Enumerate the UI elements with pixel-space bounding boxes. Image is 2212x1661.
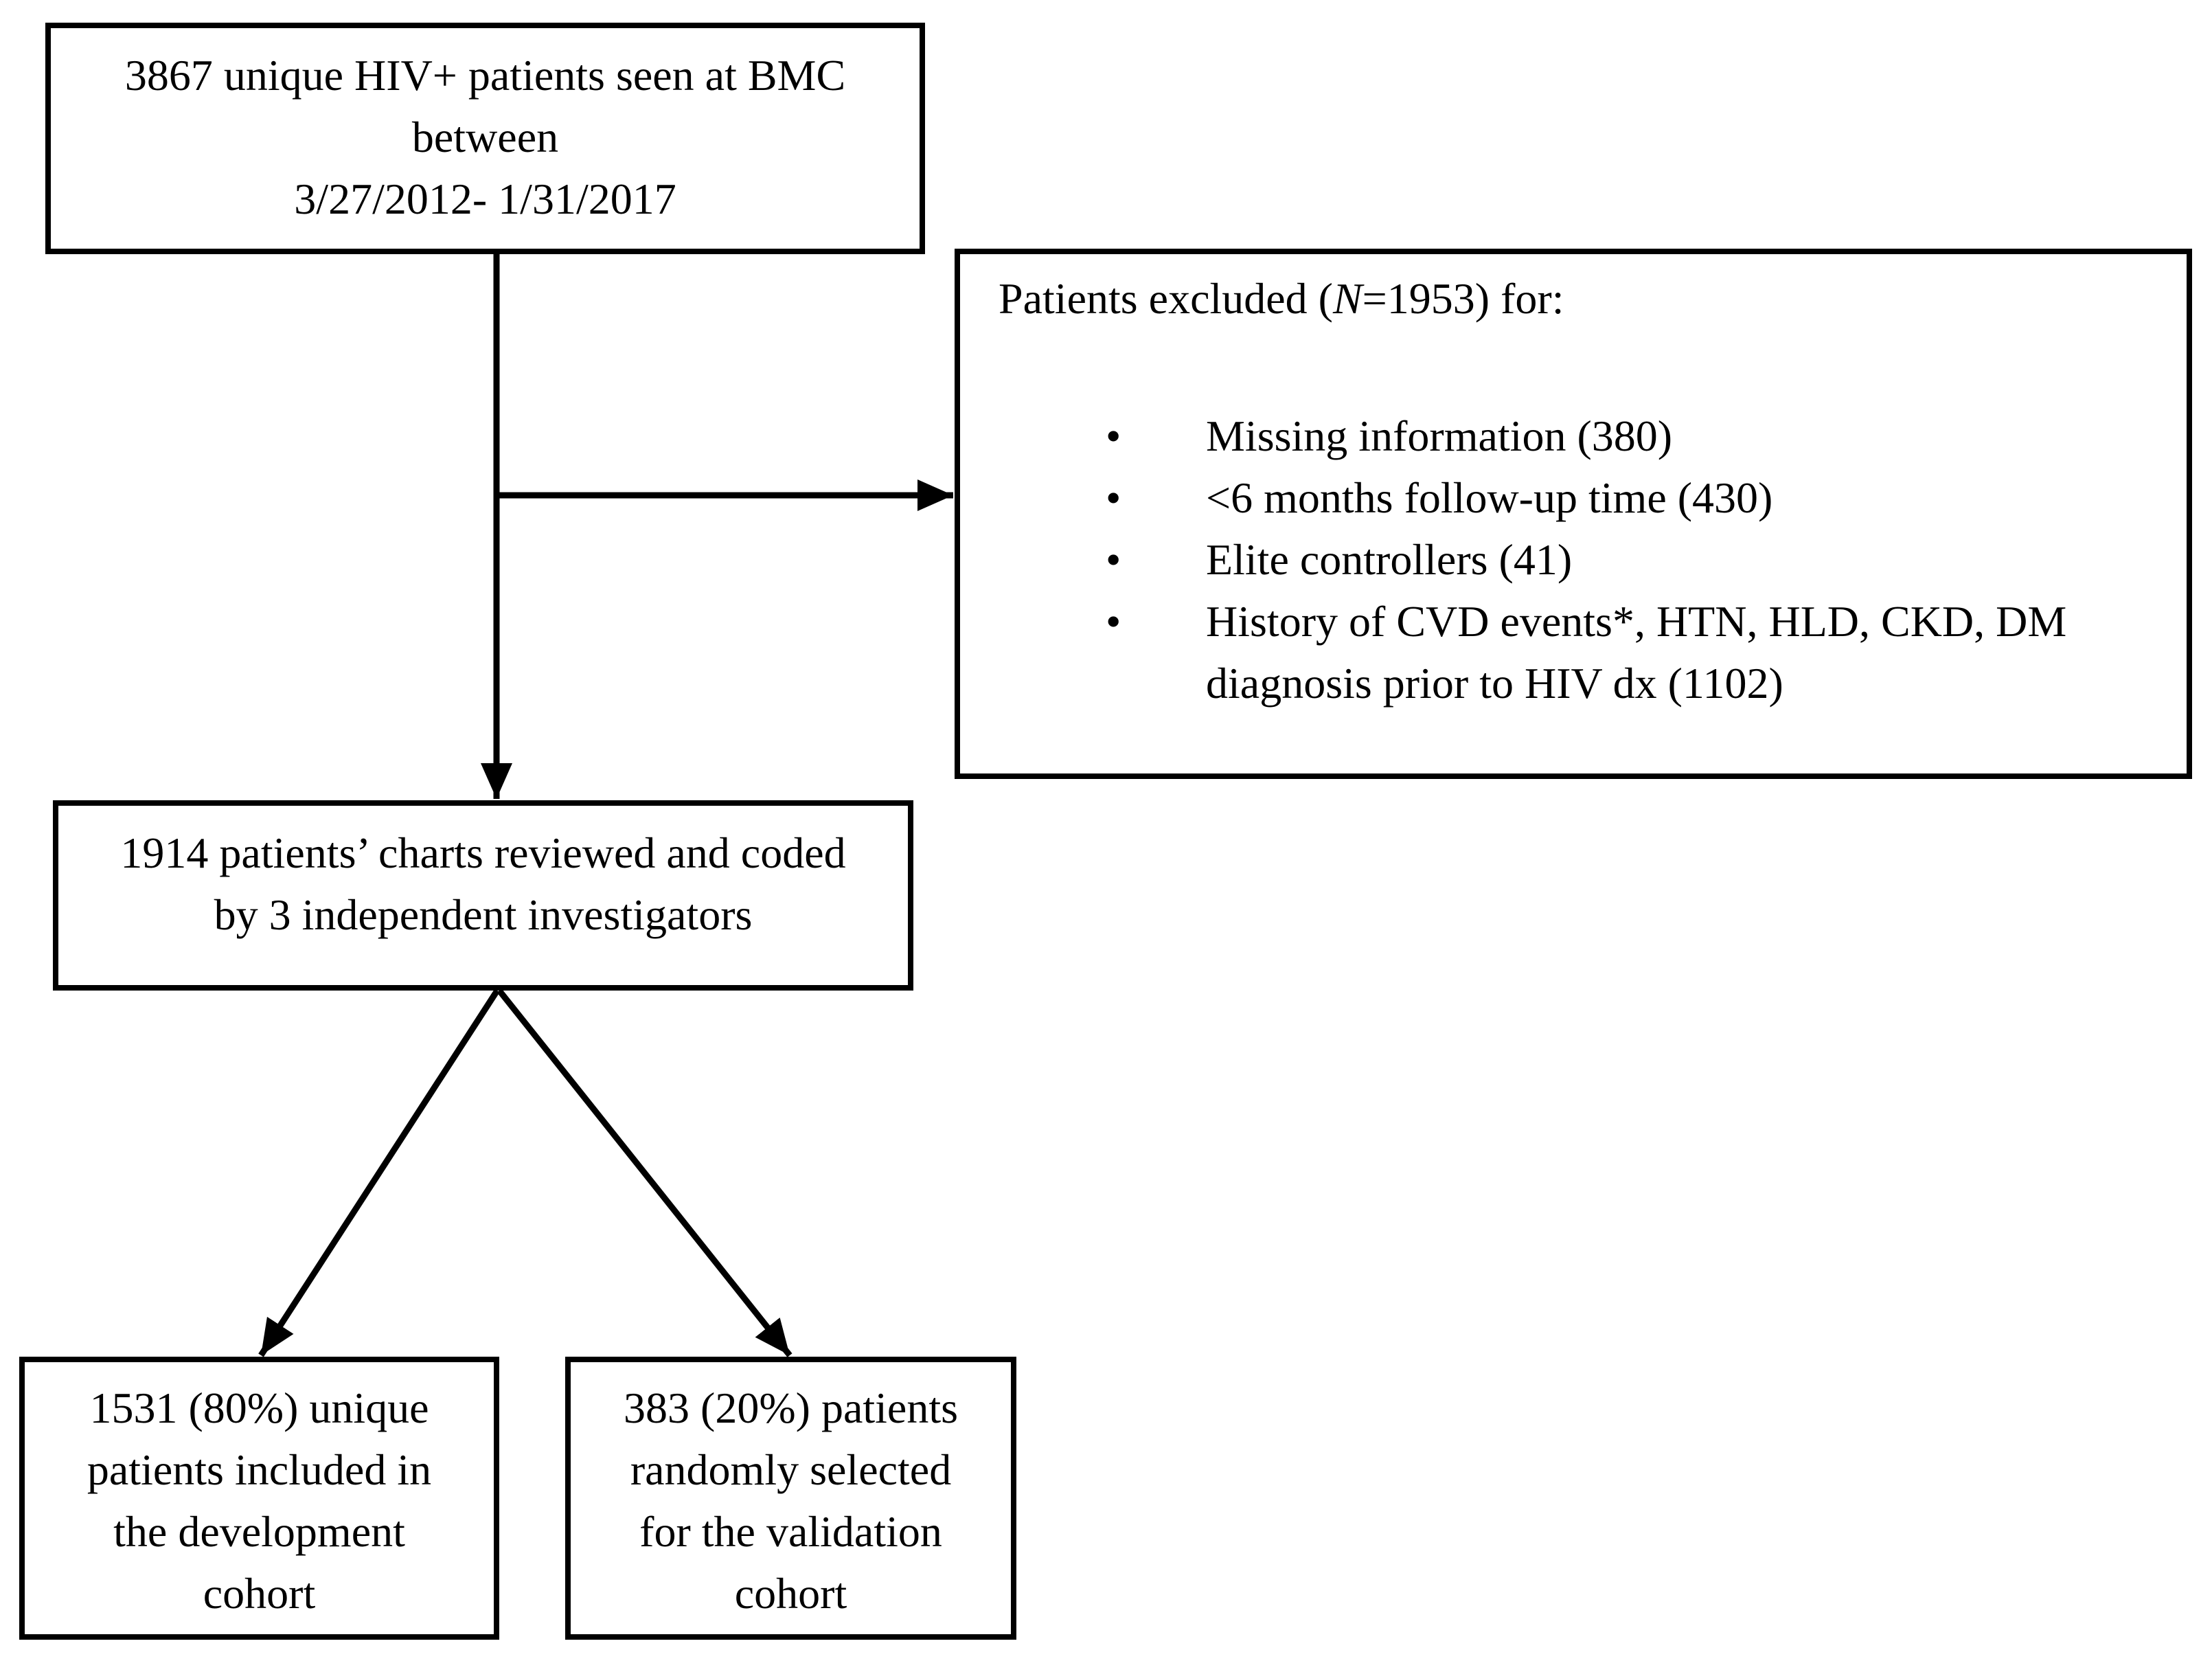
exclusion-item: • Elite controllers (41) (960, 529, 2187, 591)
exclusion-item: • Missing information (380) (960, 405, 2187, 467)
bullet-icon: • (1106, 535, 1121, 584)
box-validation-cohort: 383 (20%) patients randomly selected for… (565, 1357, 1016, 1640)
source-line: between (411, 113, 559, 161)
bullet-icon: • (1106, 597, 1121, 646)
exclusions-list: • Missing information (380) • <6 months … (960, 405, 2187, 714)
arrow-review-to-development (258, 988, 500, 1357)
n-variable: N (1332, 274, 1362, 323)
box-exclusions: Patients excluded (N=1953) for: • Missin… (955, 249, 2192, 779)
box-chart-review: 1914 patients’ charts reviewed and coded… (53, 800, 913, 991)
development-line: 1531 (80%) unique (89, 1383, 429, 1432)
exclusions-title: Patients excluded (N=1953) for: (999, 274, 1564, 323)
validation-line: randomly selected (630, 1445, 952, 1494)
exclusion-item: • <6 months follow-up time (430) (960, 467, 2187, 529)
development-line: cohort (203, 1569, 316, 1618)
validation-line: 383 (20%) patients (624, 1383, 958, 1432)
source-line: 3/27/2012- 1/31/2017 (294, 174, 676, 223)
review-line: by 3 independent investigators (214, 890, 753, 939)
validation-line: for the validation (639, 1507, 942, 1556)
arrow-review-to-validation (497, 988, 793, 1357)
validation-line: cohort (734, 1569, 847, 1618)
bullet-icon: • (1106, 411, 1121, 460)
review-line: 1914 patients’ charts reviewed and coded (120, 828, 846, 877)
source-line: 3867 unique HIV+ patients seen at BMC (124, 51, 846, 100)
exclusion-item: • History of CVD events*, HTN, HLD, CKD,… (960, 591, 2187, 714)
development-line: the development (113, 1507, 405, 1556)
bullet-icon: • (1106, 473, 1121, 522)
development-line: patients included in (87, 1445, 432, 1494)
box-development-cohort: 1531 (80%) unique patients included in t… (19, 1357, 499, 1640)
box-source-population: 3867 unique HIV+ patients seen at BMC be… (45, 23, 925, 254)
